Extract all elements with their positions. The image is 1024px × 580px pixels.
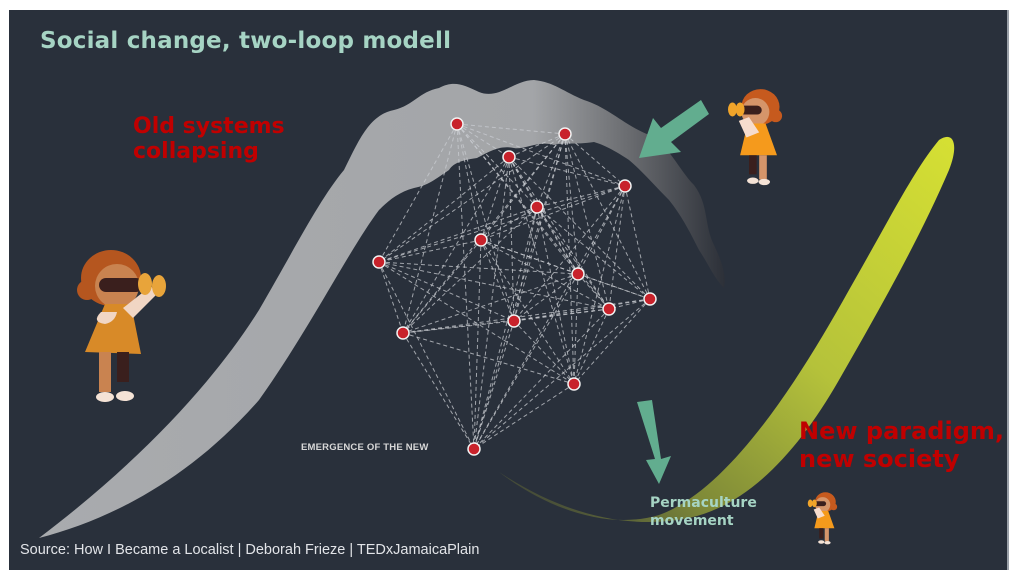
arrow-to-old-loop — [639, 100, 709, 158]
network-edge — [536, 206, 651, 300]
network-edge — [508, 156, 651, 300]
network-edge — [608, 185, 626, 310]
diagram-artwork — [39, 80, 955, 538]
network-edge — [378, 123, 458, 263]
network-edge — [378, 261, 579, 275]
permaculture-label: Permaculture movement — [650, 495, 757, 529]
network-edge — [564, 133, 610, 310]
emergence-label: EMERGENCE OF THE NEW — [301, 442, 429, 453]
slide-title: Social change, two-loop modell — [40, 28, 452, 54]
network-edge — [378, 185, 626, 263]
network-node — [450, 117, 464, 131]
network-edge — [480, 239, 515, 322]
network-edges — [378, 123, 651, 450]
network-edge — [513, 320, 575, 385]
network-edge — [508, 156, 626, 187]
network-edge — [536, 185, 626, 208]
girl-with-binoculars-top-right-icon — [728, 89, 783, 186]
network-node — [467, 442, 481, 456]
network-edge — [564, 133, 626, 187]
network-edge — [402, 156, 510, 334]
network-node — [530, 200, 544, 214]
network-edge — [508, 156, 515, 322]
network-edge — [378, 261, 404, 334]
network-edge — [508, 156, 579, 275]
network-node — [618, 179, 632, 193]
network-edge — [473, 298, 651, 450]
network-edge — [508, 156, 610, 310]
network-edge — [480, 185, 626, 241]
network-edge — [577, 185, 626, 275]
network-edge — [473, 273, 579, 450]
old-systems-label: Old systems collapsing — [133, 114, 285, 164]
network-edge — [402, 123, 458, 334]
network-edge — [402, 133, 566, 334]
network-node — [372, 255, 386, 269]
network-node — [567, 377, 581, 391]
old-system-loop — [39, 80, 725, 538]
network-edge — [402, 273, 579, 334]
network-edge — [577, 273, 610, 310]
network-node — [643, 292, 657, 306]
network-edge — [577, 273, 651, 300]
network-edge — [456, 123, 475, 450]
network-edge — [508, 156, 575, 385]
network-edge — [513, 133, 566, 322]
network-edge — [480, 239, 575, 385]
network-node — [507, 314, 521, 328]
network-edge — [456, 123, 610, 310]
network-edge — [456, 123, 626, 187]
source-caption: Source: How I Became a Localist | Debora… — [20, 542, 480, 558]
network-edge — [536, 133, 566, 208]
network-edge — [473, 320, 515, 450]
girl-with-binoculars-bottom-right-icon — [807, 492, 838, 545]
network-edge — [378, 261, 475, 450]
network-edge — [573, 308, 610, 385]
network-edge — [480, 206, 538, 241]
network-edge — [402, 206, 538, 334]
network-edge — [402, 332, 575, 385]
network-edge — [573, 185, 626, 385]
network-edge — [456, 123, 482, 241]
network-edge — [513, 273, 579, 322]
network-edge — [573, 273, 579, 385]
network-node — [502, 150, 516, 164]
network-edge — [473, 383, 575, 450]
network-edge — [402, 239, 482, 334]
network-edge — [624, 185, 651, 300]
network-edge — [456, 123, 510, 158]
network-node — [571, 267, 585, 281]
network-edge — [378, 239, 482, 263]
network-node — [396, 326, 410, 340]
network-edge — [480, 239, 651, 300]
network-edge — [378, 261, 515, 322]
network-edge — [513, 298, 651, 322]
network-edge — [480, 156, 510, 241]
network-edge — [536, 206, 579, 275]
new-system-loop — [499, 136, 955, 522]
network-edge — [402, 320, 515, 334]
network-edge — [378, 133, 566, 263]
network-edge — [536, 206, 575, 385]
network-node — [558, 127, 572, 141]
new-paradigm-label: New paradigm, new society — [799, 417, 1005, 473]
network-edge — [473, 185, 626, 450]
network-edge — [508, 133, 566, 158]
network-node — [602, 302, 616, 316]
network-edge — [608, 298, 651, 310]
network-edge — [480, 239, 610, 310]
network-node — [474, 233, 488, 247]
girl-with-binoculars-left-icon — [77, 250, 166, 402]
network-edge — [456, 123, 538, 208]
arrow-to-new-loop — [637, 400, 671, 484]
network-edge — [456, 123, 515, 322]
network-edge — [564, 133, 579, 275]
slide: Social change, two-loop modell Old syste… — [9, 10, 1009, 570]
network-edge — [573, 298, 651, 385]
network-nodes — [372, 117, 657, 456]
network-edge — [378, 206, 538, 263]
network-edge — [473, 308, 610, 450]
network-edge — [402, 332, 475, 450]
